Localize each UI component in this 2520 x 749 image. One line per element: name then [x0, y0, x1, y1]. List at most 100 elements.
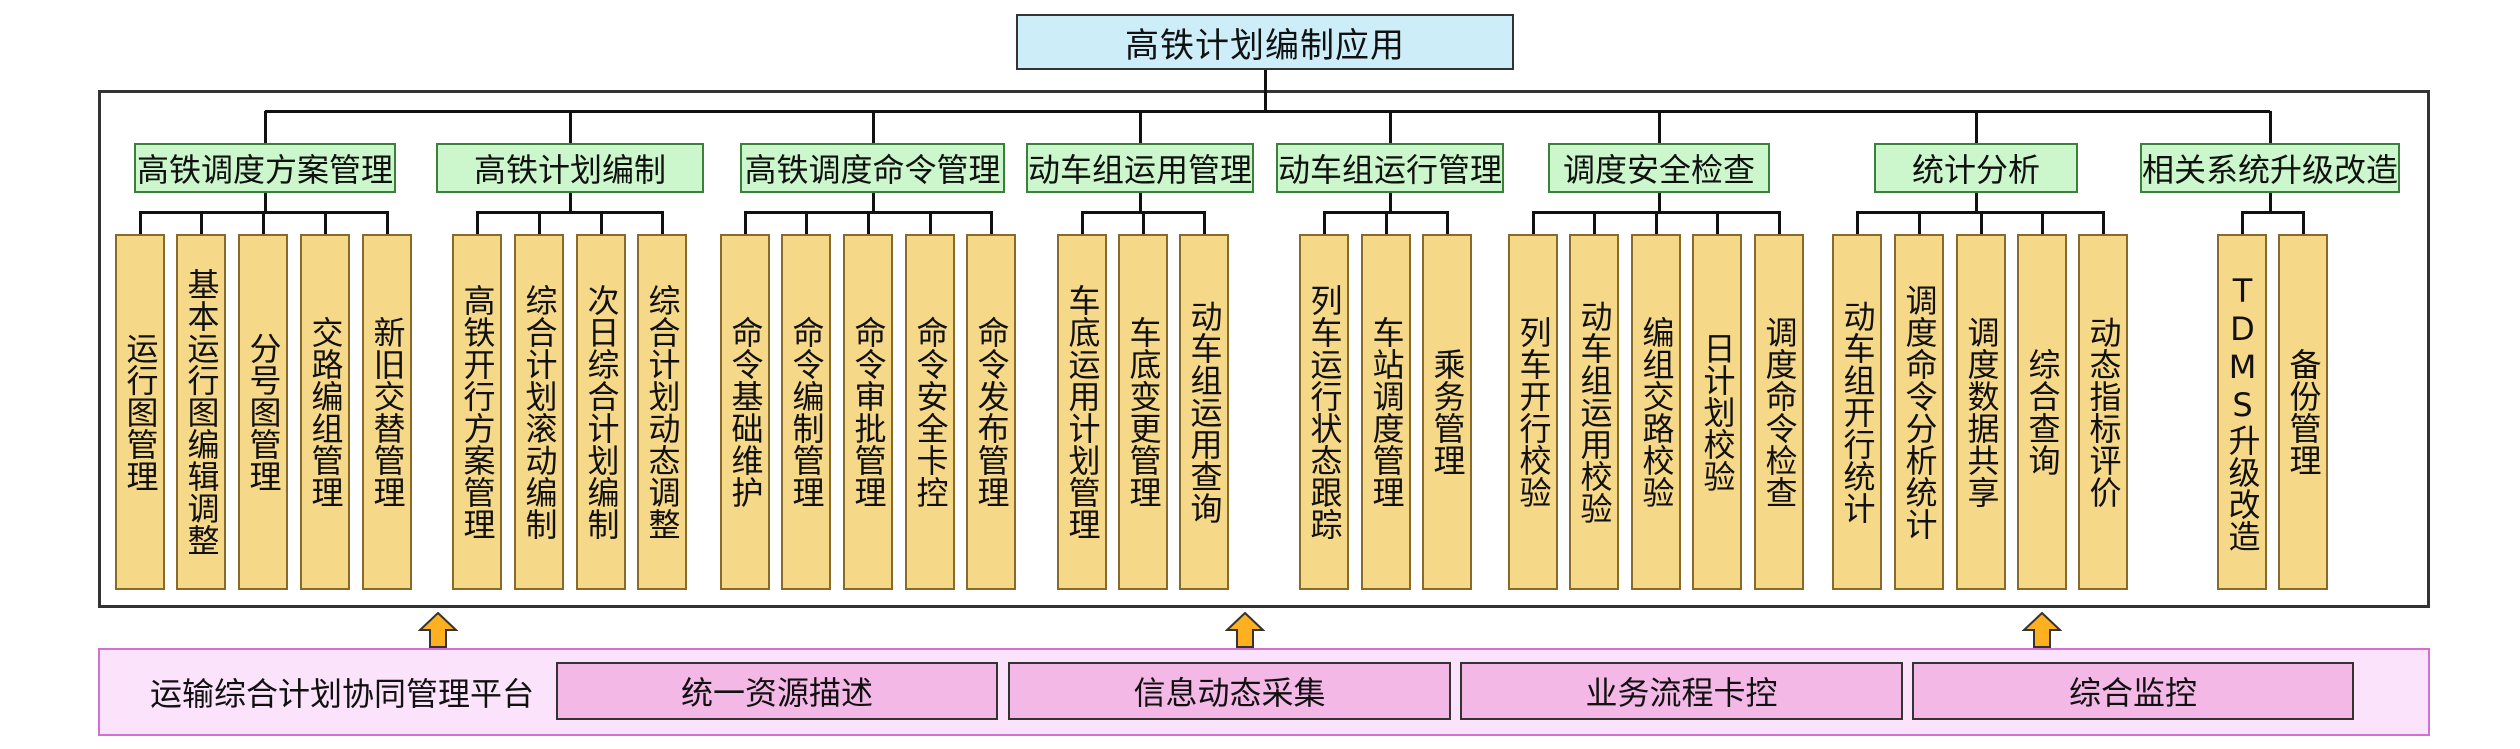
module-1: 高铁调度方案管理: [134, 143, 396, 193]
leaf-item: 次日综合计划编制: [576, 234, 626, 590]
leaf-connector: [2241, 211, 2244, 234]
leaf-item: 高铁开行方案管理: [452, 234, 502, 590]
leaf-connector: [200, 211, 203, 234]
leaf-item: 乘务管理: [1422, 234, 1472, 590]
leaf-bus-line: [477, 211, 664, 214]
leaf-item: 调度数据共享: [1956, 234, 2006, 590]
leaf-item: 命令审批管理: [843, 234, 893, 590]
leaf-connector: [139, 211, 142, 234]
leaf-item: 车底变更管理: [1118, 234, 1168, 590]
module-3: 高铁调度命令管理: [740, 143, 1005, 193]
leaf-item: 综合查询: [2017, 234, 2067, 590]
module-connector: [264, 111, 267, 143]
leaf-item: 调度命令检查: [1754, 234, 1804, 590]
leaf-connector: [1980, 211, 1983, 234]
leaf-connector: [1655, 211, 1658, 234]
leaf-item: 综合计划动态调整: [637, 234, 687, 590]
leaf-item: 动态指标评价: [2078, 234, 2128, 590]
leaf-connector: [2302, 211, 2305, 234]
leaf-item: 编组交路校验: [1631, 234, 1681, 590]
leaf-connector: [2041, 211, 2044, 234]
leaf-connector: [1918, 211, 1921, 234]
root-node: 高铁计划编制应用: [1016, 14, 1514, 70]
leaf-connector: [1716, 211, 1719, 234]
platform-cell-2: 信息动态采集: [1008, 662, 1451, 720]
module-connector: [871, 111, 875, 143]
module-stem: [1658, 193, 1661, 211]
leaf-item: 车底运用计划管理: [1057, 234, 1107, 590]
leaf-item: 列车开行校验: [1508, 234, 1558, 590]
leaf-connector: [1081, 211, 1084, 234]
leaf-connector: [1856, 211, 1859, 234]
leaf-item: TDMS升级改造: [2217, 234, 2267, 590]
module-stem: [1139, 193, 1142, 211]
module-6: 调度安全检查: [1548, 143, 1770, 193]
leaf-connector: [867, 211, 870, 234]
leaf-connector: [2102, 211, 2105, 234]
module-stem: [871, 193, 875, 211]
leaf-connector: [386, 211, 389, 234]
up-arrow-icon: [2022, 612, 2062, 648]
platform-title: 运输综合计划协同管理平台: [150, 675, 535, 713]
leaf-connector: [1203, 211, 1206, 234]
leaf-item: 调度命令分析统计: [1894, 234, 1944, 590]
module-8: 相关系统升级改造: [2140, 143, 2400, 193]
leaf-item: 列车运行状态跟踪: [1299, 234, 1349, 590]
module-connector: [1139, 111, 1142, 143]
leaf-connector: [476, 211, 479, 234]
module-stem: [2269, 193, 2272, 211]
leaf-connector: [262, 211, 265, 234]
module-stem: [264, 193, 267, 211]
leaf-connector: [600, 211, 603, 234]
module-connector: [1389, 111, 1392, 143]
leaf-item: 车站调度管理: [1361, 234, 1411, 590]
leaf-connector: [324, 211, 327, 234]
leaf-bus-line: [2242, 211, 2305, 214]
leaf-connector: [744, 211, 747, 234]
module-connector: [2269, 111, 2272, 143]
leaf-item: 新旧交替管理: [362, 234, 412, 590]
leaf-item: 运行图管理: [115, 234, 165, 590]
module-4: 动车组运用管理: [1026, 143, 1254, 193]
leaf-connector: [538, 211, 541, 234]
leaf-connector: [1142, 211, 1145, 234]
module-connector: [1658, 111, 1661, 143]
up-arrow-icon: [418, 612, 458, 648]
leaf-item: 命令基础维护: [720, 234, 770, 590]
platform-cell-3: 业务流程卡控: [1460, 662, 1903, 720]
leaf-connector: [805, 211, 808, 234]
leaf-connector: [1446, 211, 1449, 234]
module-connector: [569, 111, 572, 143]
leaf-connector: [1532, 211, 1535, 234]
root-bus-line: [265, 110, 2270, 113]
leaf-item: 动车组运用查询: [1179, 234, 1229, 590]
leaf-connector: [1385, 211, 1388, 234]
leaf-item: 综合计划滚动编制: [514, 234, 564, 590]
leaf-item: 命令安全卡控: [905, 234, 955, 590]
leaf-item: 分号图管理: [238, 234, 288, 590]
leaf-connector: [929, 211, 932, 234]
module-stem: [1975, 193, 1978, 211]
module-2: 高铁计划编制: [436, 143, 704, 193]
leaf-item: 日计划校验: [1692, 234, 1742, 590]
leaf-connector: [1323, 211, 1326, 234]
platform-cell-4: 综合监控: [1912, 662, 2354, 720]
module-stem: [569, 193, 572, 211]
up-arrow-icon: [1225, 612, 1265, 648]
leaf-item: 动车组开行统计: [1832, 234, 1882, 590]
leaf-item: 命令发布管理: [966, 234, 1016, 590]
leaf-connector: [661, 211, 664, 234]
module-7: 统计分析: [1874, 143, 2078, 193]
leaf-connector: [990, 211, 993, 234]
module-stem: [1389, 193, 1392, 211]
platform-cell-1: 统一资源描述: [556, 662, 998, 720]
leaf-item: 基本运行图编辑调整: [176, 234, 226, 590]
leaf-item: 动车组运用校验: [1569, 234, 1619, 590]
leaf-connector: [1593, 211, 1596, 234]
leaf-connector: [1778, 211, 1781, 234]
root-connector: [1264, 70, 1267, 112]
leaf-item: 交路编组管理: [300, 234, 350, 590]
module-5: 动车组运行管理: [1276, 143, 1504, 193]
module-connector: [1975, 111, 1978, 143]
